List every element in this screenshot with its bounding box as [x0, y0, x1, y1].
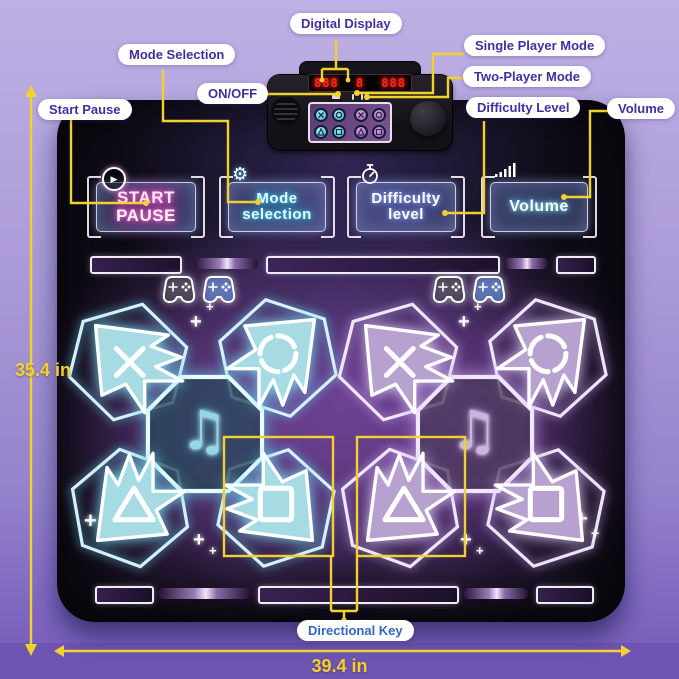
sparkle-icon: +	[206, 299, 214, 314]
sparkle-icon: +	[190, 311, 202, 333]
decor-bar-segment	[90, 256, 182, 274]
callout-directional-key: Directional Key	[297, 620, 414, 641]
callout-single-player: Single Player Mode	[464, 35, 606, 56]
sparkle-icon: +	[591, 525, 600, 541]
console-button-triangle	[314, 125, 328, 139]
callout-difficulty-level: Difficulty Level	[466, 97, 581, 118]
led-digits-right: 888	[381, 76, 406, 90]
difficulty-label-1: Difficulty	[371, 190, 441, 208]
decor-bar-segment	[258, 586, 459, 604]
sparkle-icon: +	[84, 508, 97, 533]
direction-key-down-left-triangle	[78, 448, 190, 565]
hexagon-outline	[336, 300, 460, 429]
speaker-knob	[410, 101, 446, 136]
height-dimension-label: 35.4 in	[15, 360, 72, 380]
sparkle-icon: +	[476, 543, 484, 558]
decor-bar-segment	[95, 586, 154, 604]
sparkle-icon: +	[474, 299, 482, 314]
console-button-circle	[332, 108, 346, 122]
direction-key-down-left-triangle	[348, 448, 460, 565]
direction-key-up-right-circle	[222, 300, 334, 417]
mode-selection-label-1: Mode	[256, 190, 298, 208]
decor-bar-segment	[194, 258, 258, 269]
callout-digital-display: Digital Display	[290, 13, 402, 34]
play-icon: ▶	[102, 167, 126, 191]
power-switch-icon	[332, 95, 340, 99]
volume-bars-icon	[494, 162, 518, 183]
gear-icon: ⚙	[232, 164, 249, 185]
led-digits-left: 888	[314, 76, 339, 90]
stopwatch-icon	[360, 163, 380, 190]
decor-bar-segment	[463, 588, 528, 599]
arrowhead-up	[25, 85, 37, 97]
callout-mode-selection: Mode Selection	[118, 44, 236, 65]
console-button-circle	[372, 108, 386, 122]
single-player-icon	[352, 94, 354, 100]
decor-bar-segment	[504, 258, 548, 269]
hexagon-outline	[66, 300, 190, 429]
console-button-square	[372, 125, 386, 139]
callout-volume: Volume	[607, 98, 675, 119]
sparkle-icon: +	[460, 529, 472, 551]
callout-two-player: Two-Player Mode	[463, 66, 591, 87]
decor-bar-segment	[158, 588, 250, 599]
console-button-cross	[314, 108, 328, 122]
led-digit-mid: 8	[355, 76, 365, 90]
sparkle-icon: +	[209, 543, 217, 558]
gamepad-icon	[426, 274, 514, 315]
direction-key-up-left-cross	[346, 306, 458, 423]
play-glyph: ▶	[110, 173, 118, 184]
start-pause-label-2: PAUSE	[116, 206, 176, 225]
decor-bar-segment	[266, 256, 500, 274]
music-note-icon: ♫	[450, 399, 499, 462]
decor-bar-segment	[536, 586, 594, 604]
console-button-square	[332, 125, 346, 139]
mode-selection-button: Mode selection	[219, 176, 335, 238]
control-console: 888 8 888	[268, 62, 452, 150]
console-button-panel	[308, 102, 392, 143]
direction-key-up-left-cross	[76, 306, 188, 423]
gamepad-icon	[156, 274, 244, 315]
background-band	[0, 643, 679, 679]
callout-on-off: ON/OFF	[197, 83, 269, 104]
width-dimension-label: 39.4 in	[311, 656, 368, 676]
direction-key-up-right-circle	[492, 300, 604, 417]
speaker-grille	[271, 97, 301, 126]
music-note-icon: ♫	[180, 399, 229, 462]
console-button-cross	[354, 108, 368, 122]
volume-label: Volume	[509, 197, 569, 215]
direction-key-down-right-square	[220, 448, 332, 565]
hexagon-outline	[486, 296, 610, 425]
digital-display: 888 8 888	[308, 74, 412, 92]
two-player-icon	[365, 94, 367, 100]
sparkle-icon: +	[193, 529, 205, 551]
difficulty-label-2: level	[388, 206, 424, 223]
volume-button: Volume	[481, 176, 597, 238]
direction-key-down-right-square	[490, 448, 602, 565]
mode-selection-label-2: selection	[242, 206, 312, 223]
sparkle-icon: +	[458, 311, 470, 333]
decor-bar-segment	[556, 256, 596, 274]
start-pause-label-1: START	[117, 188, 175, 208]
console-button-triangle	[354, 125, 368, 139]
hexagon-outline	[216, 296, 340, 425]
two-player-icon	[361, 94, 363, 100]
callout-start-pause: Start Pause	[38, 99, 132, 120]
